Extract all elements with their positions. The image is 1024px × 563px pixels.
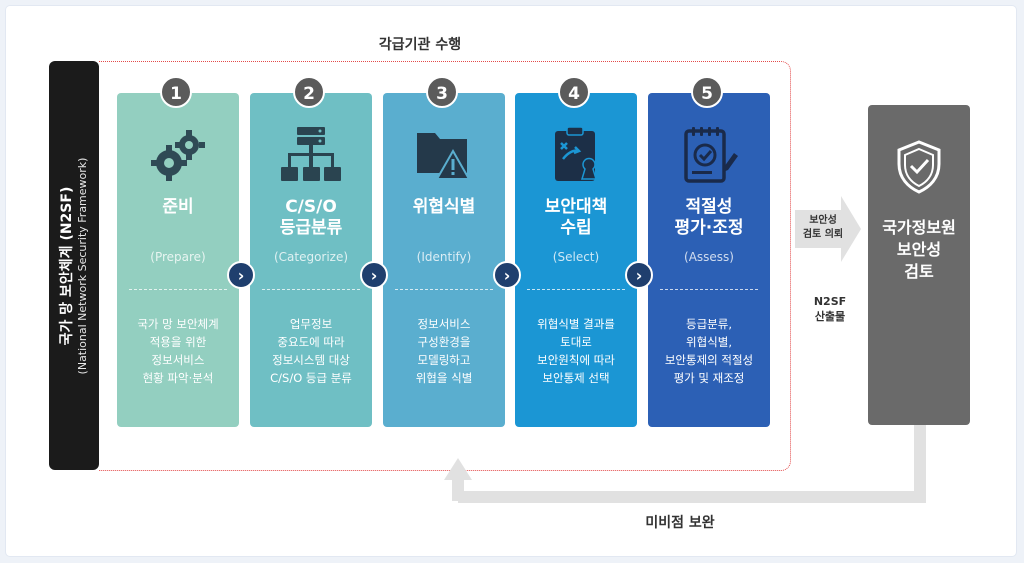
step-title-line: 등급분류 <box>279 218 343 238</box>
step-divider <box>660 289 758 290</box>
output-line: N2SF <box>813 295 847 308</box>
review-request-arrow <box>795 196 861 262</box>
clipboard-strategy-icon <box>555 126 598 181</box>
step-card-select: 보안대책 수립 (Select) 위협식별 결과를 토대로 보안원칙에 따라 보… <box>515 93 637 427</box>
step-divider <box>129 289 227 290</box>
step-number-badge: 4 <box>558 76 590 108</box>
step-desc-line: 모델링하고 <box>417 353 471 367</box>
step-divider <box>527 289 625 290</box>
step-number-badge: 5 <box>691 76 723 108</box>
step-desc-line: 위협을 식별 <box>415 371 473 385</box>
agency-scope-label: 각급기관 수행 <box>378 37 462 53</box>
step-number-badge: 3 <box>426 76 458 108</box>
step-english: (Prepare) <box>150 250 206 264</box>
hierarchy-icon <box>281 127 341 181</box>
step-number-badge: 1 <box>160 76 192 108</box>
review-request-line: 검토 의뢰 <box>802 229 844 240</box>
step-number-badge: 2 <box>293 76 325 108</box>
step-title-line: 수립 <box>560 218 592 238</box>
n2sf-title: 국가 망 보안체계 (N2SF) <box>59 186 75 345</box>
output-line: 산출물 <box>814 310 846 323</box>
step-desc-line: 구성환경을 <box>417 335 471 349</box>
step-desc-line: 정보시스템 대상 <box>272 353 350 367</box>
chevron-right-icon: › <box>625 261 653 289</box>
document-check-icon <box>684 127 738 183</box>
step-desc-line: 평가 및 재조정 <box>673 371 745 385</box>
step-desc-line: 위협식별, <box>686 335 732 349</box>
step-title-line: 보안대책 <box>544 197 608 217</box>
step-title-line: 적절성 <box>685 197 733 217</box>
n2sf-english: (National Network Security Framework) <box>76 157 89 374</box>
agency-scope-boundary <box>99 61 791 471</box>
step-desc-line: 중요도에 따라 <box>277 335 345 349</box>
step-english: (Identify) <box>416 250 472 264</box>
step-desc-line: 등급분류, <box>686 317 732 331</box>
step-title-line: 위협식별 <box>412 197 476 217</box>
step-title-line: C/S/O <box>285 197 337 217</box>
step-desc-line: 보안통제의 적절성 <box>664 353 754 367</box>
shield-check-icon <box>897 140 941 194</box>
folder-warning-icon <box>417 133 471 180</box>
step-title-line: 준비 <box>162 197 194 217</box>
step-desc-line: 정보서비스 <box>151 353 205 367</box>
nis-review-box: 국가정보원 보안성 검토 <box>868 105 970 425</box>
step-divider <box>395 289 493 290</box>
feedback-return-arrow <box>444 425 926 503</box>
step-title-line: 평가·조정 <box>674 218 744 238</box>
nis-review-line: 검토 <box>904 262 934 281</box>
step-desc-line: 위협식별 결과를 <box>537 317 615 331</box>
review-request-line: 보안성 <box>809 215 837 226</box>
step-desc-line: 업무정보 <box>289 317 333 331</box>
n2sf-output-label: N2SF 산출물 <box>793 294 867 324</box>
step-card-identify: 위협식별 (Identify) 정보서비스 구성환경을 모델링하고 위협을 식별 <box>383 93 505 427</box>
step-desc-line: 보안원칙에 따라 <box>537 353 615 367</box>
step-desc-line: 정보서비스 <box>417 317 471 331</box>
step-card-prepare: 준비 (Prepare) 국가 망 보안체계 적용을 위한 정보서비스 현황 파… <box>117 93 239 427</box>
step-english: (Select) <box>552 250 600 264</box>
nis-review-line: 보안성 <box>896 240 942 259</box>
chevron-right-icon: › <box>227 261 255 289</box>
chevron-right-icon: › <box>360 261 388 289</box>
step-desc-line: C/S/O 등급 분류 <box>270 371 352 385</box>
step-card-categorize: C/S/O 등급분류 (Categorize) 업무정보 중요도에 따라 정보시… <box>250 93 372 427</box>
step-desc-line: 토대로 <box>560 335 592 349</box>
step-desc-line: 적용을 위한 <box>149 335 207 349</box>
step-divider <box>262 289 360 290</box>
nis-review-line: 국가정보원 <box>882 218 956 237</box>
step-desc-line: 국가 망 보안체계 <box>137 317 219 331</box>
step-english: (Assess) <box>684 250 734 264</box>
step-desc-line: 현황 파악·분석 <box>142 371 214 385</box>
gears-icon <box>151 130 205 181</box>
chevron-right-icon: › <box>493 261 521 289</box>
review-request-label: 보안성 검토 의뢰 <box>793 214 853 242</box>
n2sf-vertical-label: 국가 망 보안체계 (N2SF) (National Network Secur… <box>49 61 99 470</box>
step-desc-line: 보안통제 선택 <box>542 371 610 385</box>
step-card-assess: 적절성 평가·조정 (Assess) 등급분류, 위협식별, 보안통제의 적절성… <box>648 93 770 427</box>
step-english: (Categorize) <box>273 250 349 264</box>
feedback-label: 미비점 보완 <box>645 515 715 531</box>
